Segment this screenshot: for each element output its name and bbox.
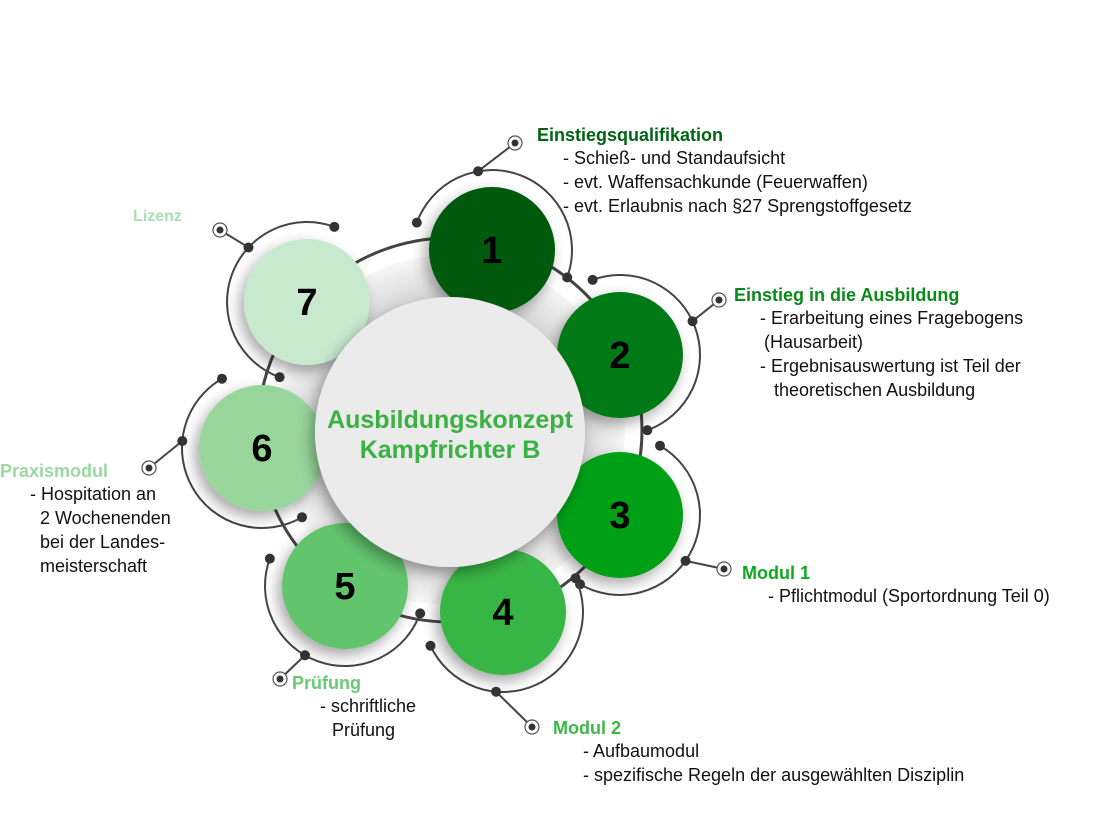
pin-dot [216, 226, 224, 234]
step-2-line: - Ergebnisauswertung ist Teil der [760, 356, 1021, 376]
step-number: 4 [492, 592, 513, 634]
step-circle [282, 523, 408, 649]
step-6-line: 2 Wochenenden [40, 508, 171, 528]
pin-dot [276, 675, 284, 683]
step-arc [264, 558, 422, 667]
pin-dot [511, 139, 519, 147]
step-1-line: - evt. Erlaubnis nach §27 Sprengstoffges… [563, 196, 912, 216]
step-3-label: Modul 1 - Pflichtmodul (Sportordnung Tei… [742, 562, 1050, 608]
step-arc [429, 577, 584, 693]
step-6-line: meisterschaft [40, 556, 148, 576]
connector-dot [177, 436, 188, 447]
step-5-line: Prüfung [332, 720, 396, 740]
step-node-5: 5 [264, 523, 426, 687]
arc-end-dot [570, 573, 581, 584]
step-circle [429, 187, 555, 313]
step-circle [557, 452, 683, 578]
step-arc [579, 444, 701, 596]
step-1-label: Einstiegsqualifikation - Schieß- und Sta… [537, 124, 912, 218]
step-number: 7 [296, 282, 317, 324]
connector-line [477, 142, 516, 173]
step-node-7: 7 [212, 221, 370, 383]
step-number: 5 [334, 566, 355, 608]
step-circle [557, 292, 683, 418]
arc-end-dot [655, 440, 665, 451]
step-arc [415, 169, 573, 278]
arc-end-dot [642, 425, 653, 436]
step-number: 6 [251, 428, 272, 470]
step-2-line: theoretischen Ausbildung [774, 380, 976, 400]
center-circle [315, 297, 585, 567]
step-number: 1 [481, 230, 502, 272]
step-4-line: - Aufbaumodul [583, 741, 700, 761]
step-2-line: - Erarbeitung eines Fragebogens [760, 308, 1024, 328]
arc-end-dot [297, 512, 307, 523]
connector-dot [473, 166, 484, 177]
center-title-line1: Ausbildungskonzept [327, 406, 573, 434]
connector-line [495, 690, 533, 728]
step-node-1: 1 [411, 135, 573, 313]
arc-end-dot [425, 640, 436, 651]
step-2-label: Einstieg in die Ausbildung - Erarbeitung… [734, 284, 1023, 402]
arc-end-dot [415, 608, 426, 619]
center-title-line2: Kampfrichter B [359, 436, 541, 464]
arc-end-dot [329, 221, 340, 232]
step-1-title: Einstiegsqualifikation [537, 125, 724, 145]
connector-dot [680, 555, 691, 566]
arc-end-dot [264, 553, 275, 564]
arc-end-dot [217, 373, 227, 384]
step-arc [226, 221, 335, 379]
pin-dot [715, 296, 723, 304]
step-6-label: Praxismodul - Hospitation an 2 Wochenend… [0, 460, 171, 578]
step-circle [244, 239, 370, 365]
step-3-line: - Pflichtmodul (Sportordnung Teil 0) [768, 586, 1050, 606]
pin-dot [528, 723, 536, 731]
pin-dot [145, 464, 153, 472]
center-title: Ausbildungskonzept Kampfrichter B [300, 405, 600, 465]
step-7-title: Lizenz [133, 208, 182, 225]
step-node-6: 6 [141, 373, 325, 529]
step-3-title: Modul 1 [742, 563, 810, 583]
arc-end-dot [274, 372, 285, 383]
step-circle [440, 549, 566, 675]
step-5-label: Prüfung - schriftliche Prüfung [292, 672, 416, 742]
step-7-label: Lizenz [133, 206, 182, 228]
step-number: 2 [609, 335, 630, 377]
arc-end-dot [587, 274, 598, 285]
step-node-4: 4 [425, 549, 584, 735]
step-4-line: - spezifische Regeln der ausgewählten Di… [583, 765, 965, 785]
step-4-title: Modul 2 [553, 718, 621, 738]
connector-dot [243, 242, 254, 253]
step-circle [199, 385, 325, 511]
step-node-3: 3 [557, 440, 732, 596]
step-number: 3 [609, 495, 630, 537]
connector-dot [491, 686, 502, 697]
step-6-title: Praxismodul [0, 461, 109, 481]
step-4-label: Modul 2 - Aufbaumodul - spezifische Rege… [553, 717, 964, 787]
step-1-line: - evt. Waffensachkunde (Feuerwaffen) [563, 172, 868, 192]
step-arc [181, 377, 303, 529]
step-node-2: 2 [557, 274, 727, 436]
arc-end-dot [411, 217, 422, 228]
pin-dot [720, 565, 728, 573]
connector-dot [300, 650, 310, 661]
connector-dot [687, 316, 698, 327]
step-6-line: - Hospitation an [30, 484, 157, 504]
arc-end-dot [562, 272, 573, 283]
step-arc [592, 274, 701, 432]
step-5-title: Prüfung [292, 673, 361, 693]
step-2-line: (Hausarbeit) [764, 332, 864, 352]
step-5-line: - schriftliche [320, 696, 417, 716]
step-2-title: Einstieg in die Ausbildung [734, 285, 960, 305]
step-6-line: bei der Landes- [40, 532, 166, 552]
step-1-line: - Schieß- und Standaufsicht [563, 148, 786, 168]
